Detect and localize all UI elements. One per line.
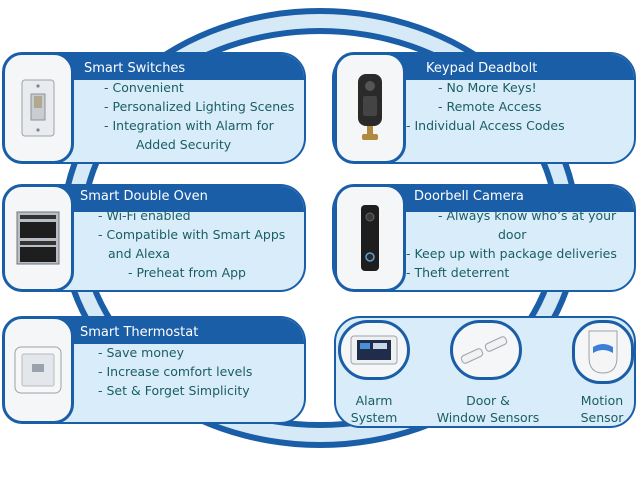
alarm-system-image — [338, 320, 410, 380]
feature-line: - Save money — [98, 345, 184, 360]
feature-line: - Keep up with package deliveries — [406, 246, 617, 261]
caption-line: Window Sensors — [436, 410, 540, 425]
feature-line: - Theft deterrent — [406, 265, 510, 280]
security-item-alarm-system: Alarm System — [334, 392, 414, 426]
door-sensor-icon — [460, 336, 508, 364]
door-window-sensor-image — [450, 320, 522, 380]
alarm-panel-icon — [350, 335, 398, 365]
feature-line: - Convenient — [104, 80, 184, 95]
motion-sensor-image — [572, 320, 634, 384]
caption-line: System — [350, 410, 398, 425]
feature-line: - Personalized Lighting Scenes — [104, 99, 295, 114]
caption-line: Alarm — [355, 393, 393, 408]
caption-line: Sensor — [580, 410, 624, 425]
feature-line: and Alexa — [108, 246, 171, 261]
feature-line: - No More Keys! — [438, 80, 537, 95]
deadbolt-image — [334, 52, 406, 164]
feature-line: - Individual Access Codes — [406, 118, 565, 133]
smart-switch-image — [2, 52, 74, 164]
card-title: Smart Thermostat — [80, 325, 199, 340]
feature-line: - Remote Access — [438, 99, 542, 114]
feature-line: - Always know who’s at your — [438, 208, 617, 223]
feature-line: door — [498, 227, 527, 242]
doorbell-image — [334, 184, 406, 292]
card-title: Smart Switches — [84, 61, 186, 76]
feature-line: - Compatible with Smart Apps — [98, 227, 286, 242]
thermostat-image — [2, 316, 74, 424]
feature-line: - Wi-Fi enabled — [98, 208, 191, 223]
feature-line: - Set & Forget Simplicity — [98, 383, 250, 398]
caption-line: Door & — [466, 393, 510, 408]
security-item-motion-sensor: Motion Sensor — [566, 392, 638, 426]
card-title: Keypad Deadbolt — [426, 61, 538, 76]
feature-line: - Increase comfort levels — [98, 364, 253, 379]
card-title: Smart Double Oven — [80, 189, 208, 204]
motion-sensor-icon — [588, 330, 618, 374]
card-body: - Convenient - Personalized Lighting Sce… — [104, 78, 294, 154]
card-title: Doorbell Camera — [414, 189, 524, 204]
keypad-lock-icon — [358, 74, 382, 140]
light-switch-icon — [21, 79, 55, 137]
double-oven-image — [2, 184, 74, 292]
card-body: - No More Keys! - Remote Access - Indivi… — [406, 78, 565, 135]
doorbell-camera-icon — [361, 205, 379, 271]
double-oven-icon — [16, 211, 60, 265]
security-item-door-window-sensors: Door & Window Sensors — [426, 392, 550, 426]
feature-line: - Integration with Alarm for — [104, 118, 274, 133]
feature-line: - Preheat from App — [128, 265, 246, 280]
thermostat-icon — [14, 346, 62, 394]
card-body: - Wi-Fi enabled - Compatible with Smart … — [98, 206, 285, 282]
caption-line: Motion — [580, 393, 624, 408]
card-body: - Always know who’s at your door - Keep … — [406, 206, 617, 282]
feature-line: Added Security — [136, 137, 232, 152]
card-body: - Save money - Increase comfort levels -… — [98, 343, 252, 400]
